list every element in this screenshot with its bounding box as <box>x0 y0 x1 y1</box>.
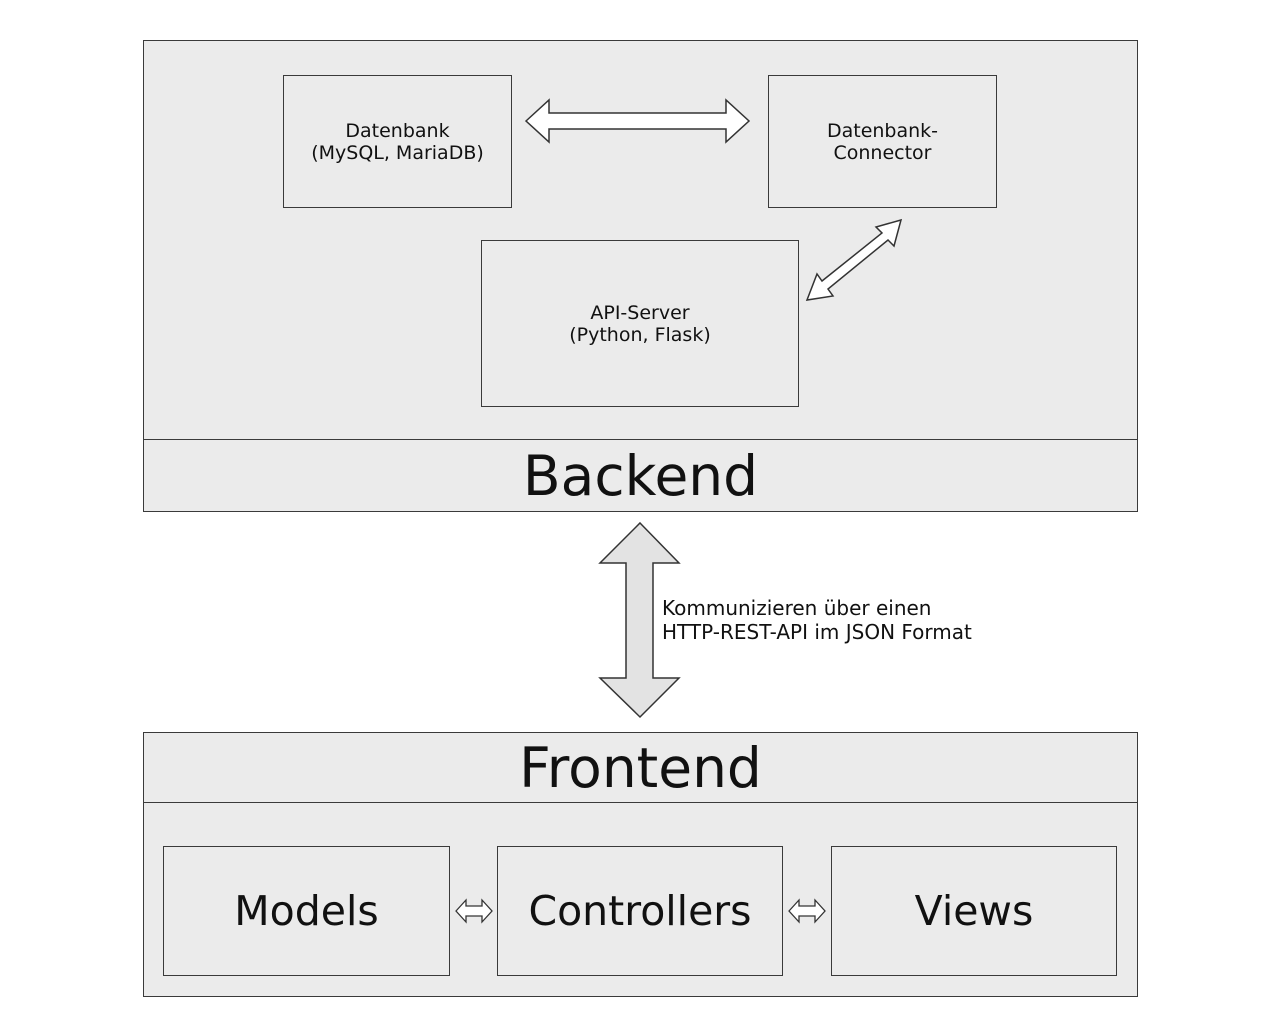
models-controllers-arrow <box>455 898 493 924</box>
api-server-box <box>481 240 799 407</box>
api-server-label: API-Server (Python, Flask) <box>569 301 711 346</box>
controllers-label: Controllers <box>528 887 752 935</box>
connector-api-arrow <box>805 218 903 301</box>
connector-label: Datenbank- Connector <box>826 119 939 164</box>
views-box <box>831 846 1117 976</box>
frontend-title-bar <box>143 732 1138 803</box>
controllers-views-arrow <box>788 898 826 924</box>
datenbank-label: Datenbank (MySQL, MariaDB) <box>311 119 484 164</box>
backend-frontend-arrow <box>598 521 681 719</box>
frontend-title: Frontend <box>519 735 762 800</box>
datenbank-box <box>283 75 512 208</box>
models-label: Models <box>234 887 379 935</box>
models-box <box>163 846 450 976</box>
controllers-box <box>497 846 783 976</box>
views-label: Views <box>914 887 1034 935</box>
communication-note: Kommunizieren über einen HTTP-REST-API i… <box>662 596 972 644</box>
backend-title-bar <box>143 439 1138 512</box>
datenbank-connector-arrow <box>524 98 751 144</box>
connector-box <box>768 75 997 208</box>
backend-title: Backend <box>522 443 759 508</box>
